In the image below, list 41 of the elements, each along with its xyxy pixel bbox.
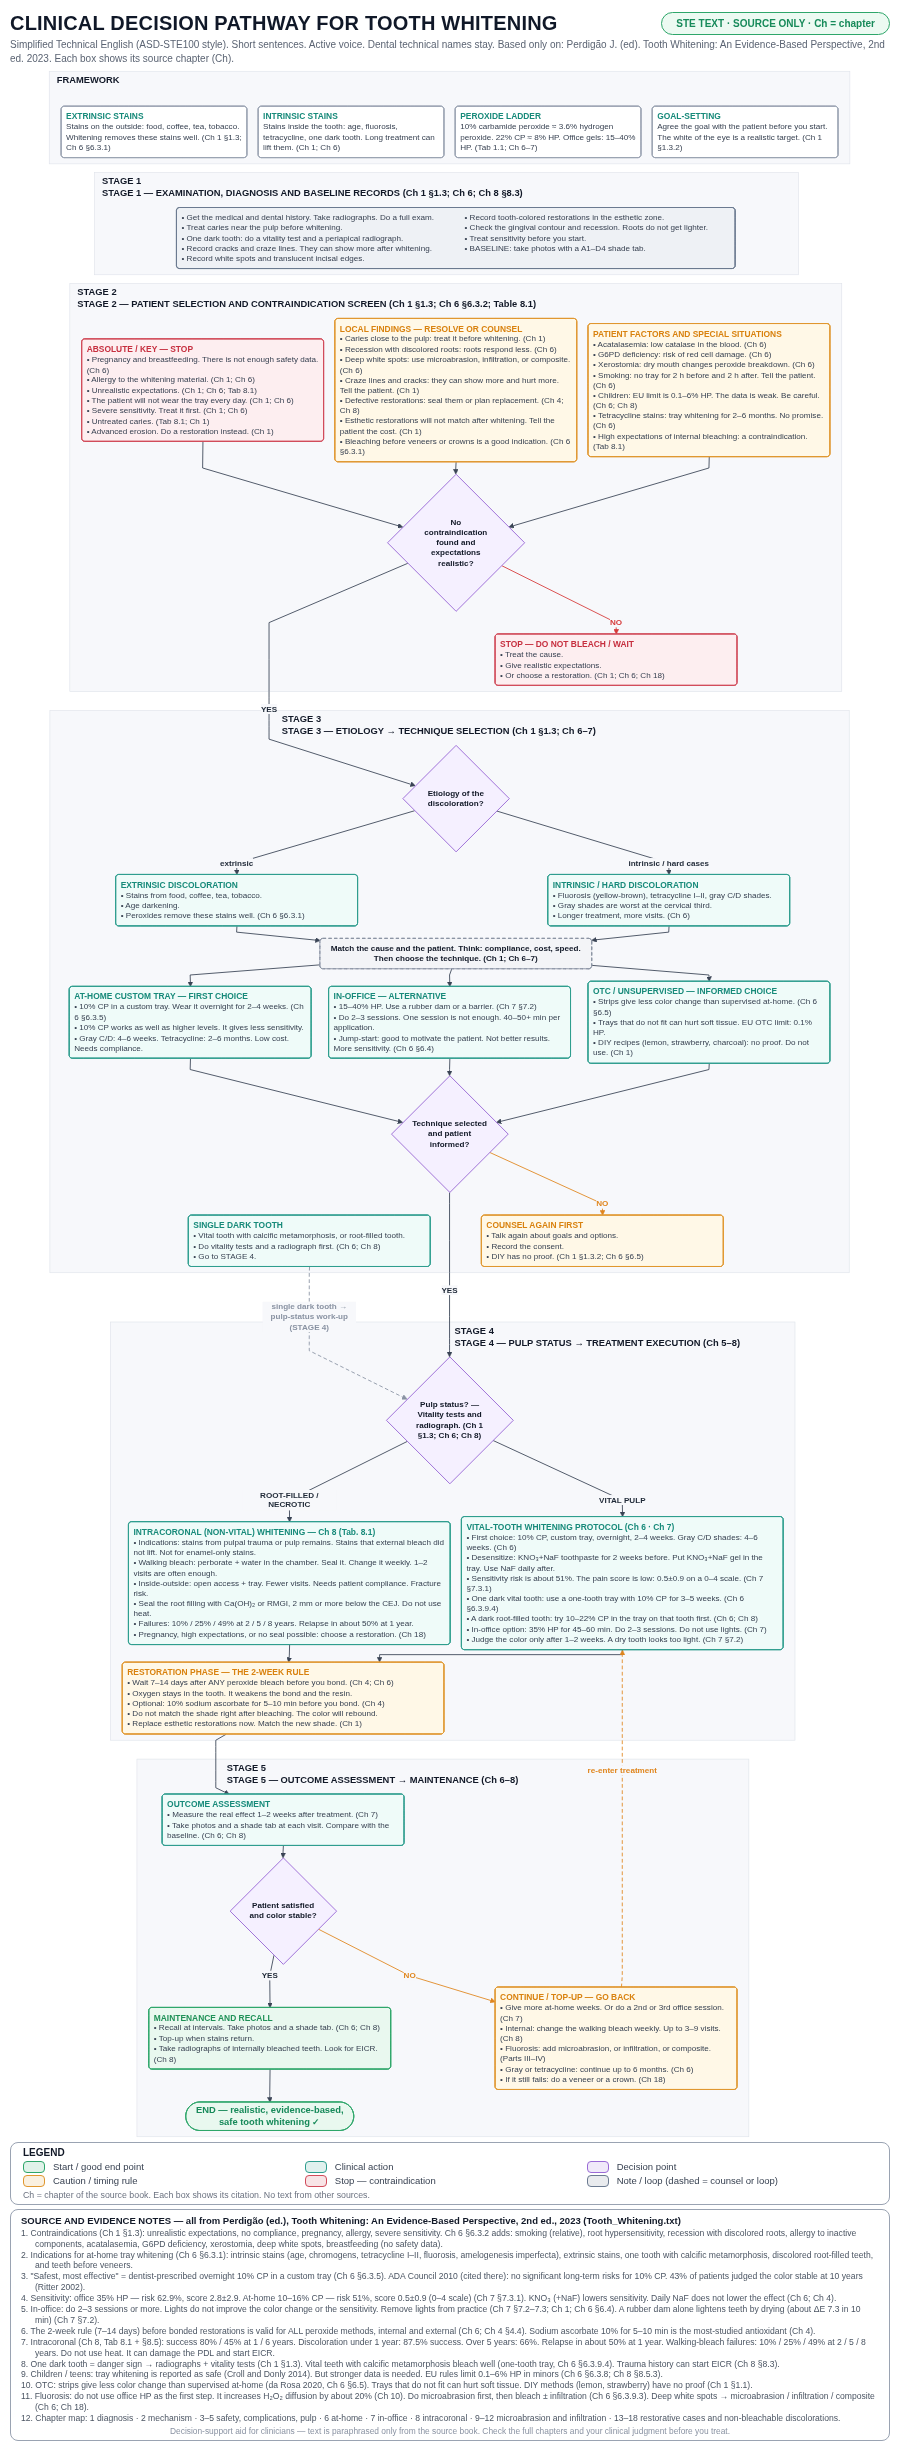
source-badge: STE TEXT · SOURCE ONLY · Ch = chapter bbox=[661, 12, 890, 35]
legend-label: Caution / timing rule bbox=[53, 2175, 138, 2187]
node-diamond: Patient satisfied and color stable? bbox=[230, 1857, 338, 1965]
edge-label: NO bbox=[596, 1198, 609, 1209]
notes-heading: SOURCE AND EVIDENCE NOTES — all from Perdigão (ed.), Tooth Whitening: An Evidence-Based Perspective, 2nd ed., 2023 (Tooth_Whitening.txt) bbox=[21, 2214, 682, 2226]
legend-label: Clinical action bbox=[334, 2161, 394, 2173]
source-note: 7. Intracoronal (Ch 8, Tab 8.1 + §8.5): success 80% / 45% at 1 / 6 years. Discoloration under 1 year: 87.5% success. Over 5 years: 66%. Relapse in about 50% at 1 year. Walking-bleach failures: 10% / 25% / 49% at 2 / 5 / 8 years. Do not use heat. It can damage the PDL and start EICR. bbox=[21, 2336, 867, 2359]
legend-title: LEGEND bbox=[23, 2146, 66, 2158]
legend-label: Note / loop (dashed = counsel or loop) bbox=[616, 2175, 778, 2187]
node-diamond: Pulp status? — Vitality tests and radiograph. (Ch 1 §1.3; Ch 6; Ch 8) bbox=[386, 1356, 515, 1485]
source-note: 5. In-office: do 2–3 sessions or more. Lights do not improve the color change or the sensitivity. Remove lights from practice (Ch 7 §7.2–7.3; Ch 1; Ch 6 §6.4). A rubber dam alone lightens teeth by drying (about ΔE 7.3 in 10 min) (Ch 7 §7.2). bbox=[21, 2304, 862, 2326]
edge-label: intrinsic / hard cases bbox=[628, 858, 710, 868]
source-note: 4. Sensitivity: office 35% HP — risk 62.9%, score 2.8±2.9. At-home 10–16% CP — risk 51%, score 0.5±0.9 (0–4 scale) (Ch 7 §7.3.1). KNO₃ (+NaF) lowers sensitivity. Daily NaF does not lower the effect (Ch 6; Ch 4). bbox=[21, 2293, 838, 2305]
edge-label: YES bbox=[441, 1285, 459, 1295]
source-note: 1. Contraindications (Ch 1 §1.3): unrealistic expectations, no compliance, pregnancy, allergy, severe sensitivity. Ch 6 §6.3.2 adds: smoking (relative), root hypersensitivity, recession with discolored roots, allergy to inactive components, acatalasemia, G6PD deficiency, xerostomia, deep white spots, breastfeeding (no safety data). bbox=[21, 2227, 858, 2250]
edge-label: re-enter treatment bbox=[588, 1765, 658, 1775]
edge-label: NO bbox=[404, 1970, 417, 1980]
edge-label: VITAL PULP bbox=[599, 1495, 646, 1505]
edge-label: YES bbox=[262, 1970, 279, 1980]
edge-label: extrinsic bbox=[220, 858, 254, 868]
legend-label: Decision point bbox=[616, 2161, 677, 2173]
source-note: 3. "Safest, most effective" = dentist-prescribed overnight 10% CP in a custom tray (Ch 6 §6.3.5). ADA Council 2010 (cited there): no significant long-term risks for 10% CP. 43% of patients judged the color stable at 10 years (Ritter 2002). bbox=[21, 2271, 864, 2294]
source-note: 11. Fluorosis: do not use office HP as the first step. It increases H₂O₂ diffusion by about 20% (Ch 10). Do microabrasion first, then bleach ± infiltration (Ch 6 §6.3.9.3). Deep white spots → microabrasion / infiltration / composite (Ch 6; Ch 18). bbox=[21, 2391, 876, 2414]
source-note: 9. Children / teens: tray whitening is reported as safe (Croll and Donly 2014). But stronger data is needed. EU rules limit 0.1–6% HP in minors (Ch 6 §6.3.8; Ch 8 §8.5.3). bbox=[21, 2369, 664, 2381]
footer-note: Decision-support aid for clinicians — text is paraphrased only from the source book. Check the full chapters and your clinical judgment before you treat. bbox=[169, 2426, 731, 2436]
subtitle: Simplified Technical English (ASD-STE100 style). Short sentences. Active voice. Dental technical names stay. Based only on: Perdigão J. (ed). Tooth Whitening: An Evidence-Based Perspective, 2nd ed. 2023. Each box shows its source chapter (Ch). bbox=[10, 38, 886, 66]
edge-label: YES bbox=[261, 704, 278, 714]
source-note: 12. Chapter map: 1 diagnosis · 2 mechanism · 3–5 safety, complications, pulp · 6 at-home · 7 in-office · 8 intracoronal · 9–12 microabrasion and infiltration · 13–18 restorative cases and non-bleachable discolorations. bbox=[21, 2413, 842, 2424]
legend-label: Stop — contraindication bbox=[334, 2175, 436, 2187]
edge-label: NO bbox=[610, 617, 623, 627]
edge-label: ROOT-FILLED / NECROTIC bbox=[260, 1490, 320, 1510]
source-note: 8. One dark tooth = danger sign → radiographs + vitality tests (Ch 1 §1.3). Vital teeth with calcific metamorphosis bleach well (one-tooth tray, Ch 6 §6.3.9.4). Trauma history can start EICR (Ch 8 §8.3). bbox=[21, 2358, 781, 2370]
diagram-title: CLINICAL DECISION PATHWAY FOR TOOTH WHITENING bbox=[10, 12, 559, 35]
legend-note: Ch = chapter of the source book. Each box shows its citation. No text from other sources. bbox=[23, 2189, 371, 2200]
node-diamond: No contraindication found and expectations realistic? bbox=[387, 473, 526, 612]
node-diamond: Technique selected and patient informed? bbox=[391, 1075, 510, 1193]
source-note: 2. Indications for at-home tray whitening (Ch 6 §6.3.1): intrinsic stains (age, chromogens, tetracycline I–II, fluorosis, amelogenesis imperfecta), extrinsic stains, one tooth with calcific metamorphosis, discolored root-filled teeth, and teeth before veneers. bbox=[21, 2249, 875, 2272]
source-note: 6. The 2-week rule (7–14 days) before bonded restorations is valid for ALL peroxide methods, internal and external (Ch 6; Ch 4 §4.4). Sodium ascorbate 10% for 5–10 min is the most-studied antioxidant (Ch 4). bbox=[21, 2325, 817, 2337]
legend-label: Start / good end point bbox=[53, 2161, 144, 2173]
node-diamond: Etiology of the discoloration? bbox=[402, 744, 511, 853]
source-note: 10. OTC: strips give less color change than supervised at-home (da Rosa 2020, Ch 6 §6.5). Trays that do not fit can hurt soft tissue. DIY methods (lemon, strawberry) have no proof (Ch 1 §1.1). bbox=[21, 2380, 754, 2392]
